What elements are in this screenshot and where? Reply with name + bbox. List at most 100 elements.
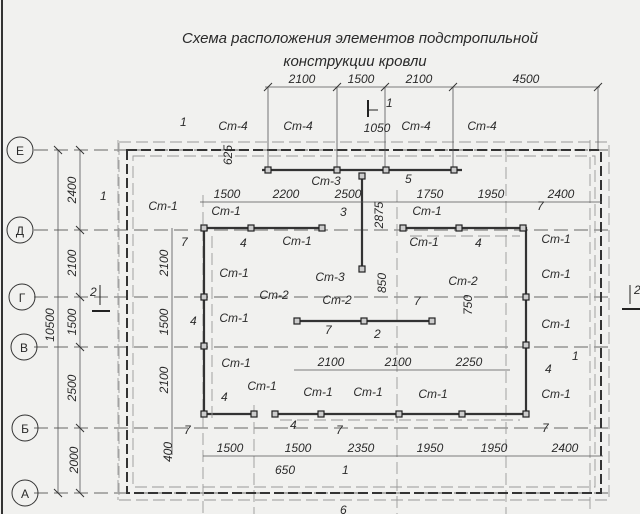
svg-text:1950: 1950 [417, 441, 444, 455]
svg-text:1500: 1500 [285, 441, 312, 455]
svg-text:Ст-4: Ст-4 [218, 119, 248, 133]
svg-text:7: 7 [336, 423, 344, 437]
section-mark-2-left: 2 [89, 285, 110, 312]
axis-bubble-d: Д [6, 216, 34, 244]
svg-text:4: 4 [290, 418, 297, 432]
axis-bubble-b: Б [11, 414, 39, 442]
svg-text:Г: Г [19, 291, 26, 305]
section-mark-1: 1 [367, 96, 393, 117]
svg-text:Ст-1: Ст-1 [418, 387, 447, 401]
svg-text:7: 7 [542, 421, 550, 435]
svg-text:6: 6 [340, 503, 347, 514]
svg-text:Ст-1: Ст-1 [219, 311, 248, 325]
svg-text:2100: 2100 [157, 366, 171, 394]
svg-text:Ст-1: Ст-1 [412, 204, 441, 218]
svg-text:Ст-1: Ст-1 [148, 199, 177, 213]
svg-text:2500: 2500 [65, 374, 79, 402]
section-mark-2-right: 2 [622, 283, 640, 310]
svg-text:1950: 1950 [481, 441, 508, 455]
svg-text:Ст-2: Ст-2 [322, 293, 352, 307]
svg-text:А: А [21, 487, 29, 501]
post-nodes [200, 166, 530, 418]
svg-text:Ст-4: Ст-4 [401, 119, 431, 133]
misc-dimensions: 625 1050 2875 850 750 650 [221, 121, 475, 477]
svg-text:2000: 2000 [67, 446, 81, 474]
axis-bubble-v: В [10, 333, 38, 361]
svg-text:2100: 2100 [384, 355, 412, 369]
svg-text:Ст-1: Ст-1 [353, 385, 382, 399]
svg-text:1: 1 [180, 115, 187, 129]
svg-text:2250: 2250 [455, 355, 483, 369]
svg-text:Ст-1: Ст-1 [221, 356, 250, 370]
inner-vertical-dimensions: 2100 1500 2100 400 [157, 228, 175, 462]
svg-text:Ст-1: Ст-1 [409, 235, 438, 249]
beam-4-left [202, 226, 254, 416]
svg-text:1500: 1500 [157, 308, 171, 335]
svg-text:625: 625 [221, 145, 235, 165]
outer-offset-line [118, 141, 610, 501]
svg-text:Ст-2: Ст-2 [448, 274, 478, 288]
svg-text:4: 4 [221, 390, 228, 404]
svg-text:1: 1 [342, 463, 349, 477]
svg-text:2400: 2400 [547, 187, 575, 201]
svg-text:1: 1 [572, 349, 579, 363]
svg-text:Ст-1: Ст-1 [541, 387, 570, 401]
svg-text:2500: 2500 [334, 187, 362, 201]
axis-bubble-a: А [11, 479, 39, 507]
svg-text:400: 400 [161, 442, 175, 462]
svg-text:7: 7 [184, 423, 192, 437]
roof-outline [126, 149, 602, 494]
svg-text:Ст-1: Ст-1 [541, 232, 570, 246]
svg-text:Ст-1: Ст-1 [211, 204, 240, 218]
svg-text:5: 5 [405, 172, 412, 186]
left-dimensions: 10500 2400 2100 1500 2500 2000 [43, 145, 85, 498]
svg-text:4: 4 [545, 362, 552, 376]
svg-text:Ст-3: Ст-3 [315, 270, 345, 284]
axis-bubble-e: Е [6, 136, 34, 164]
svg-text:2100: 2100 [405, 72, 433, 86]
svg-text:1950: 1950 [478, 187, 505, 201]
top-dimensions: 2100 1500 2100 4500 [263, 72, 603, 170]
svg-text:7: 7 [181, 235, 189, 249]
svg-text:7: 7 [537, 199, 545, 213]
svg-text:Е: Е [16, 144, 24, 158]
svg-text:1500: 1500 [65, 308, 79, 335]
svg-text:2100: 2100 [65, 249, 79, 277]
svg-text:2: 2 [633, 283, 640, 297]
svg-text:Ст-1: Ст-1 [282, 234, 311, 248]
svg-text:2875: 2875 [372, 201, 386, 229]
svg-text:10500: 10500 [43, 308, 57, 342]
svg-text:1500: 1500 [214, 187, 241, 201]
svg-text:2: 2 [373, 327, 381, 341]
svg-text:850: 850 [375, 273, 389, 293]
middle-dimensions: 2100 2100 2250 [294, 355, 510, 371]
title-line-2: конструкции кровли [283, 53, 427, 70]
svg-text:Ст-1: Ст-1 [219, 266, 248, 280]
svg-text:Ст-1: Ст-1 [541, 317, 570, 331]
svg-text:750: 750 [461, 295, 475, 315]
svg-text:В: В [20, 341, 28, 355]
svg-text:2100: 2100 [288, 72, 316, 86]
svg-text:1: 1 [386, 96, 393, 110]
inner-offset-line [132, 155, 596, 488]
svg-text:1500: 1500 [217, 441, 244, 455]
svg-text:4: 4 [475, 236, 482, 250]
svg-text:2: 2 [89, 285, 97, 299]
element-marks: Ст-4 Ст-4 Ст-4 Ст-4 Ст-3 Ст-3 Ст-1 Ст-1 … [100, 115, 579, 514]
svg-text:Д: Д [16, 224, 24, 238]
svg-text:Ст-4: Ст-4 [467, 119, 497, 133]
row-d-dimensions: 1500 2200 2500 1750 1950 2400 [200, 187, 602, 203]
svg-text:Ст-1: Ст-1 [303, 385, 332, 399]
svg-text:7: 7 [325, 323, 333, 337]
svg-text:Ст-3: Ст-3 [311, 174, 341, 188]
svg-text:3: 3 [340, 205, 347, 219]
svg-text:1750: 1750 [417, 187, 444, 201]
svg-text:Б: Б [21, 422, 29, 436]
svg-text:Ст-1: Ст-1 [541, 267, 570, 281]
svg-text:1: 1 [100, 189, 107, 203]
svg-text:2100: 2100 [157, 249, 171, 277]
title-line-1: Схема расположения элементов подстропиль… [182, 30, 539, 47]
svg-text:2400: 2400 [65, 176, 79, 204]
